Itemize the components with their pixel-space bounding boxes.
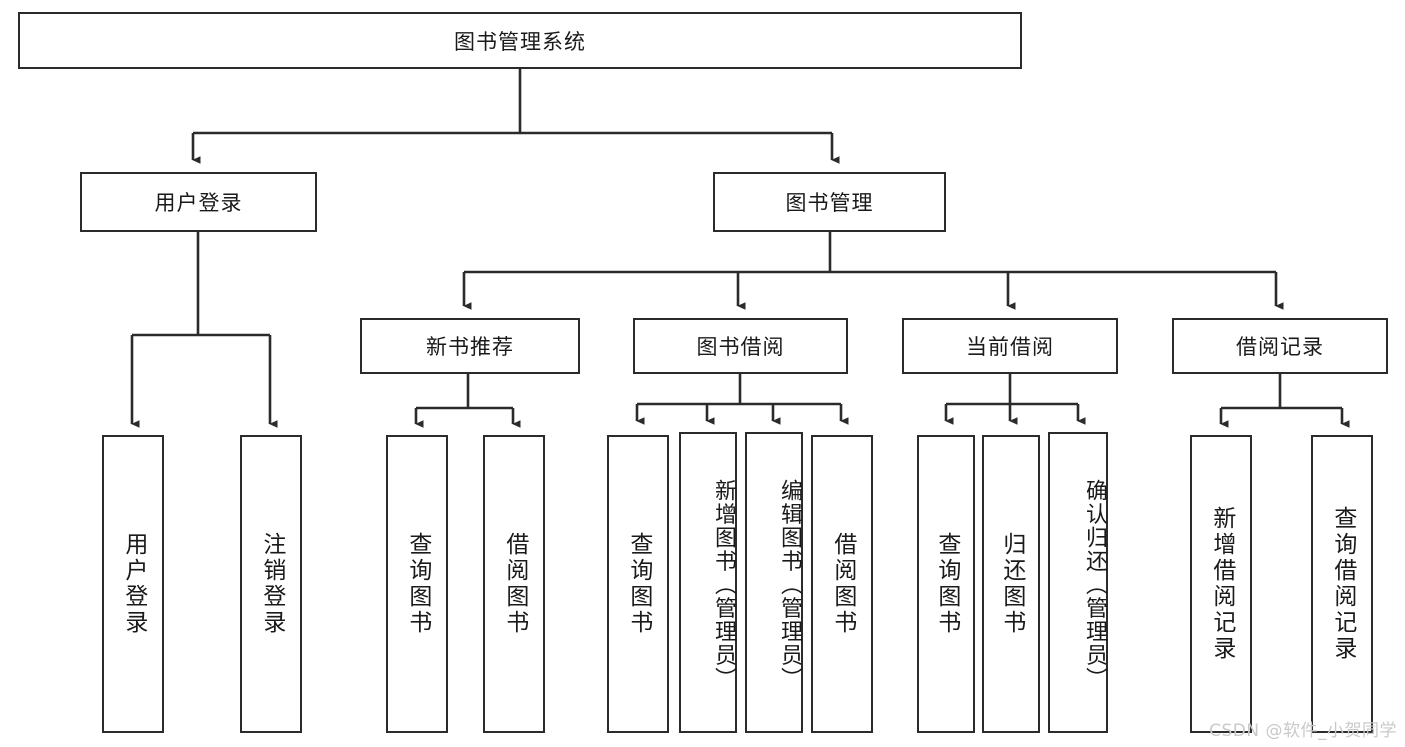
node-book-borrow[interactable]: 图书借阅 [633,318,848,374]
edges-borrowrecord-to-leaves [1219,374,1350,428]
node-new-book-recommend[interactable]: 新书推荐 [360,318,580,374]
node-current-borrow[interactable]: 当前借阅 [902,318,1118,374]
leaf-add-book-admin[interactable]: 新增图书（管理员） [679,432,737,733]
node-user-login[interactable]: 用户登录 [80,172,317,232]
edges-newbookrec-to-leaves [414,374,521,428]
leaf-query-book-current[interactable]: 查询图书 [917,435,975,733]
leaf-confirm-return-admin[interactable]: 确认归还（管理员） [1048,432,1108,733]
edges-root-to-level2 [191,69,840,164]
node-borrow-record[interactable]: 借阅记录 [1172,318,1388,374]
leaf-logout-login[interactable]: 注销登录 [240,435,302,733]
node-root[interactable]: 图书管理系统 [18,12,1022,69]
leaf-query-book-rec[interactable]: 查询图书 [386,435,448,733]
edges-bookborrow-to-leaves [635,374,849,425]
leaf-return-book[interactable]: 归还图书 [982,435,1040,733]
leaf-query-borrow-record[interactable]: 查询借阅记录 [1311,435,1373,733]
edges-currentborrow-to-leaves [944,374,1086,425]
leaf-borrow-book-borrow[interactable]: 借阅图书 [811,435,873,733]
edges-bookmanage-to-level3 [462,232,1284,310]
leaf-borrow-book-rec[interactable]: 借阅图书 [483,435,545,733]
leaf-user-login[interactable]: 用户登录 [102,435,164,733]
edges-userlogin-to-leaves [130,232,278,428]
leaf-edit-book-admin[interactable]: 编辑图书（管理员） [745,432,803,733]
leaf-add-borrow-record[interactable]: 新增借阅记录 [1190,435,1252,733]
node-book-manage[interactable]: 图书管理 [713,172,946,232]
leaf-query-book-borrow[interactable]: 查询图书 [607,435,669,733]
